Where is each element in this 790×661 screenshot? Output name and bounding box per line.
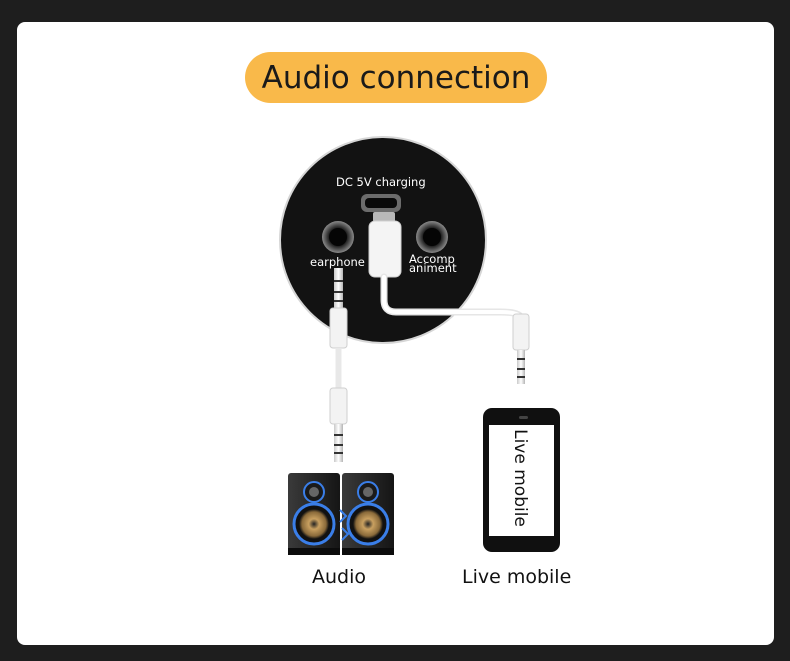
smartphone-icon (483, 408, 560, 552)
micro-usb-port (361, 194, 401, 212)
earphone-jack (322, 221, 354, 253)
right-speaker (342, 473, 394, 555)
audio-label: Audio (312, 566, 367, 588)
title-badge: Audio connection (245, 52, 547, 103)
accompaniment-plug (512, 313, 530, 384)
left-speaker (288, 473, 340, 555)
phone-screen-text: Live mobile (510, 429, 530, 527)
page-title: Audio connection (261, 59, 531, 96)
live-mobile-label: Live mobile (462, 566, 572, 588)
accompaniment-label-line2: animent (409, 261, 457, 275)
earphone-label: earphone (310, 255, 365, 269)
earphone-cable (329, 268, 348, 462)
accompaniment-label-line1: Accomp (409, 252, 455, 266)
accompaniment-jack (416, 221, 448, 253)
charging-port-label: DC 5V charging (336, 175, 426, 189)
speakers-icon (288, 473, 394, 555)
